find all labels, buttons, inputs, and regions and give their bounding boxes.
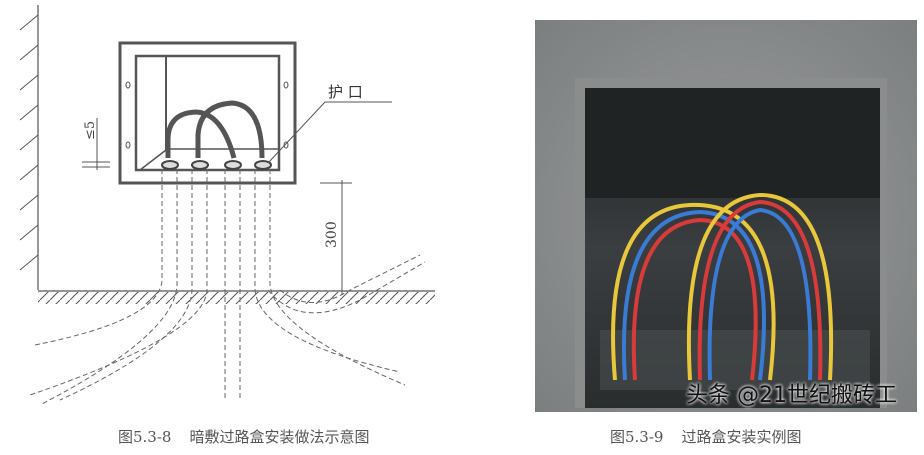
dimension-height bbox=[320, 180, 352, 295]
left-caption-number: 图5.3-8 bbox=[118, 428, 172, 446]
conduits bbox=[29, 169, 426, 406]
dimension-gap bbox=[82, 118, 110, 170]
right-caption: 图5.3-9 过路盒安装实例图 bbox=[610, 426, 819, 447]
left-caption-title: 暗敷过路盒安装做法示意图 bbox=[189, 428, 370, 446]
dim-gap-label: ≤5 bbox=[83, 121, 98, 140]
wire-loops bbox=[165, 100, 265, 159]
watermark: 头条 @21世纪搬砖工 bbox=[686, 383, 897, 408]
right-caption-title: 过路盒安装实例图 bbox=[681, 428, 802, 446]
wires bbox=[611, 192, 834, 381]
ground-line bbox=[38, 290, 435, 304]
bushings bbox=[161, 160, 272, 170]
right-caption-number: 图5.3-9 bbox=[610, 428, 664, 446]
installation-photo bbox=[535, 20, 917, 412]
wall bbox=[19, 5, 39, 290]
protector-leader bbox=[267, 101, 392, 164]
left-caption: 图5.3-8 暗敷过路盒安装做法示意图 bbox=[118, 426, 387, 447]
protector-label: 护 口 bbox=[328, 83, 363, 101]
junction-box bbox=[118, 41, 297, 185]
dim-height-label: 300 bbox=[324, 221, 340, 248]
